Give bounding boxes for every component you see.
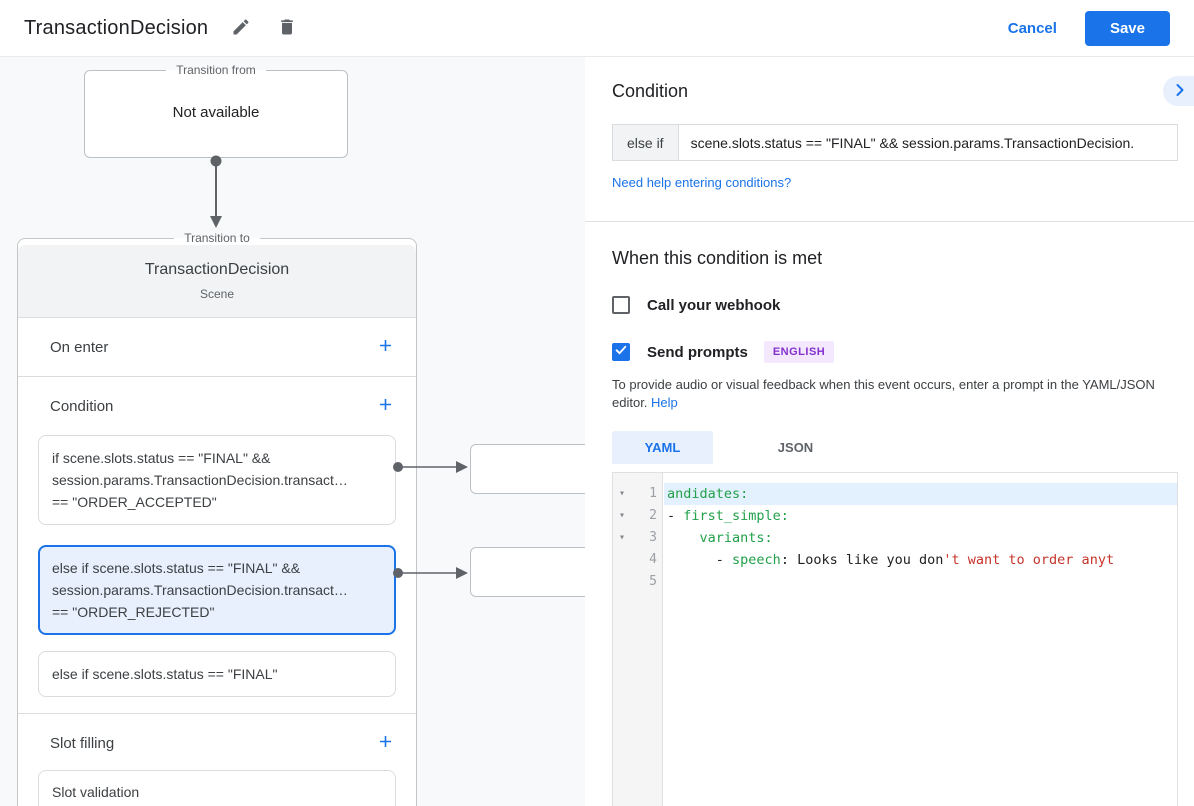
editor-tabs: YAML JSON [612, 431, 1178, 464]
slot-filling-label: Slot filling [50, 734, 115, 752]
scene-card: Transition to TransactionDecision Scene … [17, 231, 417, 806]
condition-card-line: if scene.slots.status == "FINAL" && [52, 450, 271, 466]
code-line[interactable]: - speech: Looks like you don't want to o… [664, 549, 1177, 571]
plus-icon [376, 395, 395, 417]
condition-editor-section: Condition else if Need help entering con… [585, 57, 1194, 222]
save-button[interactable]: Save [1084, 10, 1170, 46]
code-token: first_simple: [683, 508, 789, 524]
add-slot-button[interactable] [374, 732, 396, 754]
webhook-row: Call your webhook [612, 296, 1178, 314]
condition-section-label: Condition [50, 397, 114, 415]
line-number: 4 [649, 552, 657, 567]
code-token: - [667, 552, 733, 568]
transition-from-content: Not available [172, 103, 260, 121]
edit-button[interactable] [228, 15, 254, 41]
prompt-description: To provide audio or visual feedback when… [612, 376, 1172, 412]
send-prompts-checkbox[interactable] [612, 343, 630, 361]
condition-2-arrow [393, 567, 468, 579]
line-number: 5 [649, 574, 657, 589]
collapse-panel-button[interactable] [1163, 76, 1194, 106]
editor-gutter-background [613, 473, 663, 806]
condition-card-line: session.params.TransactionDecision.trans… [52, 472, 348, 488]
editor-gutter-cell: ▾3 [613, 527, 664, 549]
call-webhook-label[interactable]: Call your webhook [647, 296, 781, 314]
plus-icon [376, 732, 395, 754]
editor-gutter-cell: ▾1 [613, 483, 664, 505]
code-token: speech [732, 552, 781, 568]
chevron-right-icon [1170, 80, 1190, 103]
condition-card[interactable]: else if scene.slots.status == "FINAL" &&… [38, 545, 396, 635]
conditions-help-link[interactable]: Need help entering conditions? [612, 175, 792, 190]
condition-met-title: When this condition is met [612, 248, 823, 268]
language-badge: ENGLISH [763, 341, 835, 363]
condition-card-line: == "ORDER_ACCEPTED" [52, 494, 217, 510]
code-token: variants: [699, 530, 773, 546]
scene-header: TransactionDecision Scene [18, 245, 416, 318]
code-line[interactable] [664, 571, 1177, 593]
tab-json[interactable]: JSON [777, 440, 814, 455]
line-number: 2 [649, 508, 657, 523]
code-line[interactable]: andidates: [664, 483, 1177, 505]
fold-arrow-icon[interactable]: ▾ [618, 510, 626, 521]
condition-input[interactable] [678, 124, 1178, 161]
editor-gutter-cell: ▾2 [613, 505, 664, 527]
condition-card-line: == "ORDER_REJECTED" [52, 604, 215, 620]
page-title: TransactionDecision [24, 16, 209, 39]
code-token: 't want to order anyt [943, 552, 1115, 568]
send-prompts-row: Send prompts ENGLISH [612, 341, 1178, 363]
code-token: andidates: [667, 486, 749, 502]
condition-card-line: else if scene.slots.status == "FINAL" && [52, 560, 301, 576]
on-enter-section: On enter [18, 318, 416, 377]
scene-title: TransactionDecision [144, 261, 290, 278]
condition-section: Condition if scene.slots.status == "FINA… [18, 377, 416, 714]
code-token: : [780, 552, 798, 568]
tab-yaml[interactable]: YAML [612, 431, 713, 464]
transition-from-legend: Transition from [176, 63, 256, 77]
help-link[interactable]: Help [651, 395, 678, 410]
transition-target-node[interactable] [470, 444, 585, 494]
checkmark-icon [614, 343, 628, 362]
delete-button[interactable] [274, 15, 300, 41]
editor-gutter-cell: 5 [613, 571, 664, 593]
fold-arrow-icon[interactable]: ▾ [618, 488, 626, 499]
prompt-description-text: To provide audio or visual feedback when… [612, 377, 1155, 410]
slot-filling-section: Slot filling Slot validation [18, 714, 416, 806]
editor-gutter-cell: 4 [613, 549, 664, 571]
transition-to-legend: Transition to [184, 231, 250, 245]
transition-from-box: Transition from Not available [84, 63, 348, 158]
top-bar: TransactionDecision Cancel Save [0, 0, 1194, 57]
slot-card[interactable]: Slot validation [38, 770, 396, 806]
flow-canvas: Transition from Not available Transition… [0, 57, 585, 806]
condition-card[interactable]: else if scene.slots.status == "FINAL" [38, 651, 396, 697]
call-webhook-checkbox[interactable] [612, 296, 630, 314]
condition-prefix-label: else if [612, 124, 679, 161]
code-line[interactable]: - first_simple: [664, 505, 1177, 527]
transition-target-node[interactable] [470, 547, 585, 597]
send-prompts-label[interactable]: Send prompts [647, 343, 748, 361]
add-condition-button[interactable] [374, 395, 396, 417]
condition-1-arrow [393, 461, 468, 473]
line-number: 1 [649, 486, 657, 501]
condition-card-line: session.params.TransactionDecision.trans… [52, 582, 348, 598]
code-token: Looks like you don [797, 552, 944, 568]
code-line[interactable]: variants: [664, 527, 1177, 549]
scene-subtitle: Scene [199, 287, 235, 301]
condition-card-line: else if scene.slots.status == "FINAL" [52, 666, 278, 682]
condition-met-section: When this condition is met Call your web… [585, 222, 1194, 806]
down-arrow-connector [210, 155, 222, 228]
plus-icon [376, 336, 395, 358]
line-number: 3 [649, 530, 657, 545]
fold-arrow-icon[interactable]: ▾ [618, 532, 626, 543]
code-token [667, 530, 700, 546]
cancel-button[interactable]: Cancel [1007, 19, 1057, 37]
trash-icon [277, 17, 297, 40]
panel-title: Condition [612, 81, 689, 101]
code-token: - [667, 508, 684, 524]
on-enter-label: On enter [50, 338, 109, 356]
add-on-enter-button[interactable] [374, 336, 396, 358]
condition-card[interactable]: if scene.slots.status == "FINAL" && sessi… [38, 435, 396, 525]
pencil-icon [231, 17, 251, 40]
condition-detail-panel: Condition else if Need help entering con… [585, 57, 1194, 806]
